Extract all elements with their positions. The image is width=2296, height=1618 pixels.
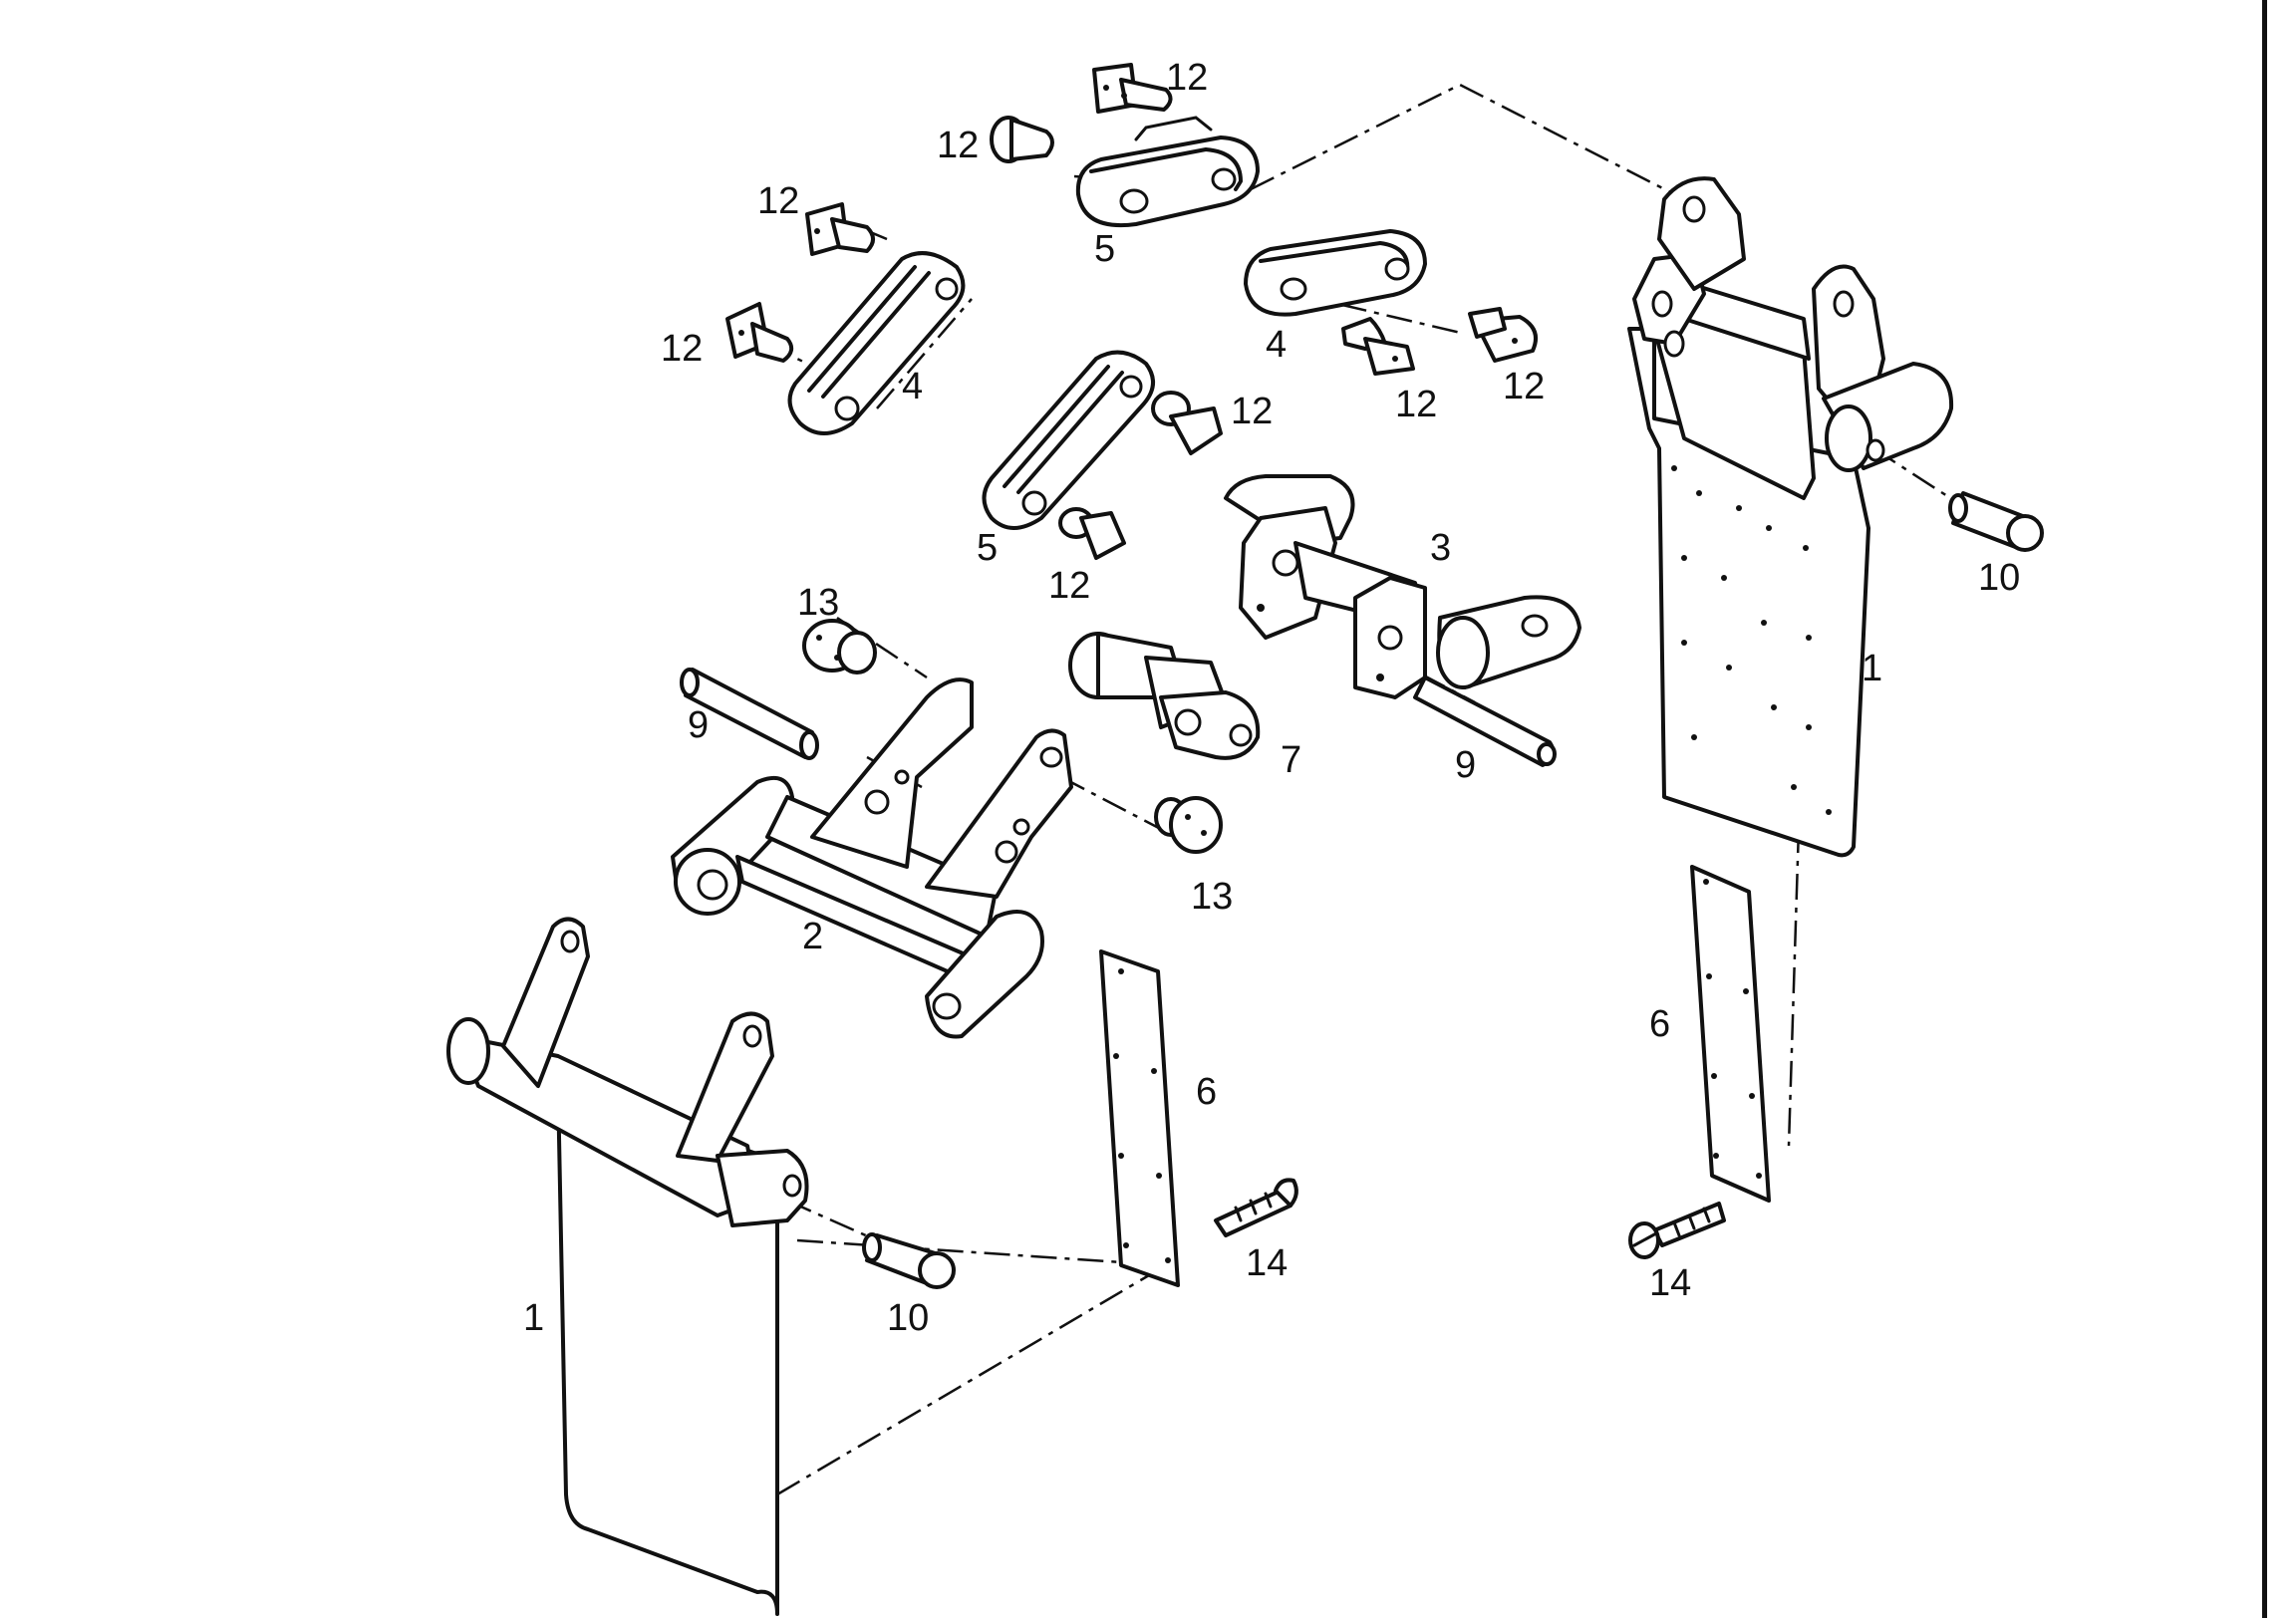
callout-12-right-a: 12 <box>1395 384 1437 425</box>
pin-9-left <box>680 668 819 760</box>
part-5-upper-link <box>1075 116 1260 228</box>
screw-14-left <box>1214 1178 1298 1237</box>
callout-3: 3 <box>1430 527 1451 569</box>
callout-5-upper: 5 <box>1094 228 1115 270</box>
callout-1-left: 1 <box>523 1297 544 1339</box>
screw-14-right <box>1628 1202 1726 1259</box>
plate-6-right <box>1690 865 1771 1203</box>
callout-6-right: 6 <box>1649 1003 1670 1045</box>
callout-13-lower: 13 <box>1191 876 1233 918</box>
callout-12-left-a: 12 <box>757 180 799 222</box>
callout-12-top-b: 12 <box>937 125 979 166</box>
part-7-coupling-link <box>1068 632 1261 760</box>
bushing-13-upper <box>802 619 877 674</box>
pin-12-right-a <box>1341 317 1415 376</box>
part-4-right-link <box>1244 229 1427 317</box>
callout-2: 2 <box>802 916 823 957</box>
callout-labels: 12 12 12 12 12 12 12 12 5 5 4 4 3 13 13 … <box>523 57 2020 1339</box>
callout-10-right: 10 <box>1978 557 2020 599</box>
callout-9-right: 9 <box>1455 744 1476 786</box>
callout-14-left: 14 <box>1246 1242 1288 1284</box>
callout-12-top-a: 12 <box>1166 57 1208 99</box>
pin-12-left-b <box>725 302 794 363</box>
callout-4-left: 4 <box>902 366 923 407</box>
part-4-left-link <box>787 251 966 435</box>
pin-10-right <box>1948 491 2044 552</box>
callout-12-mid-b: 12 <box>1048 565 1090 607</box>
part-5-middle-link <box>982 350 1155 530</box>
pin-10-left <box>862 1232 956 1289</box>
part-1-right-bracket <box>1627 176 1954 858</box>
callout-5-middle: 5 <box>977 527 998 569</box>
bushing-13-lower <box>1154 796 1223 854</box>
callout-4-right: 4 <box>1266 324 1287 366</box>
callout-14-right: 14 <box>1649 1262 1691 1304</box>
pin-12-right-b <box>1468 307 1538 363</box>
callout-9-left: 9 <box>688 704 709 746</box>
part-1-left-bracket <box>446 917 809 1616</box>
plate-6-left <box>1099 949 1180 1287</box>
pin-12-left-a <box>805 202 875 256</box>
callout-10-left: 10 <box>887 1297 929 1339</box>
callout-12-left-b: 12 <box>661 328 703 370</box>
pin-12-top-b <box>990 116 1054 163</box>
part-3-crank-arm <box>1224 474 1581 699</box>
pin-9-right <box>1413 675 1557 767</box>
page-edge-line <box>2262 0 2267 1618</box>
callout-7: 7 <box>1281 739 1301 781</box>
pin-12-mid-a <box>1151 391 1223 455</box>
part-2-lower-bracket <box>671 677 1073 1039</box>
callout-12-right-b: 12 <box>1503 366 1545 407</box>
callout-6-left: 6 <box>1196 1071 1217 1113</box>
pin-12-mid-b <box>1058 507 1126 560</box>
callout-12-mid-a: 12 <box>1231 391 1273 432</box>
callout-13-upper: 13 <box>797 582 839 624</box>
pin-12-top-a <box>1092 63 1173 114</box>
callout-1-right: 1 <box>1862 648 1882 689</box>
